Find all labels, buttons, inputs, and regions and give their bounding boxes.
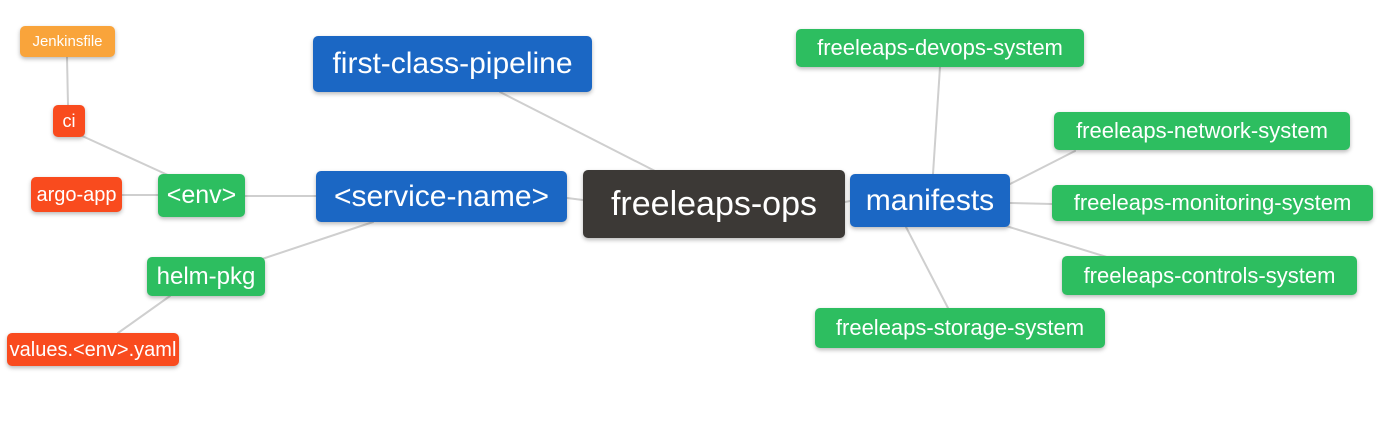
edge-ci-env bbox=[79, 134, 171, 177]
node-argo-app[interactable]: argo-app bbox=[31, 177, 122, 212]
node-jenkinsfile[interactable]: Jenkinsfile bbox=[20, 26, 115, 57]
edge-service-name-freeleaps-ops bbox=[566, 197, 584, 201]
node-manifests[interactable]: manifests bbox=[850, 174, 1010, 227]
node-freeleaps-monitoring-system[interactable]: freeleaps-monitoring-system bbox=[1052, 185, 1373, 221]
edge-freeleaps-ops-manifests bbox=[844, 200, 851, 203]
edge-manifests-freeleaps-network-system bbox=[1009, 150, 1076, 185]
node-freeleaps-ops[interactable]: freeleaps-ops bbox=[583, 170, 845, 238]
node-helm-pkg[interactable]: helm-pkg bbox=[147, 257, 265, 296]
edge-manifests-freeleaps-monitoring-system bbox=[1009, 202, 1053, 205]
node-ci[interactable]: ci bbox=[53, 105, 85, 137]
edge-helm-pkg-values-env-yaml bbox=[117, 295, 171, 334]
edge-first-class-pipeline-freeleaps-ops bbox=[499, 91, 656, 172]
node-values-env-yaml[interactable]: values.<env>.yaml bbox=[7, 333, 179, 366]
node-freeleaps-controls-system[interactable]: freeleaps-controls-system bbox=[1062, 256, 1357, 295]
node-service-name[interactable]: <service-name> bbox=[316, 171, 567, 222]
node-freeleaps-storage-system[interactable]: freeleaps-storage-system bbox=[815, 308, 1105, 348]
edge-manifests-freeleaps-controls-system bbox=[1005, 225, 1111, 259]
edge-jenkinsfile-ci bbox=[66, 56, 69, 106]
edge-manifests-freeleaps-storage-system bbox=[905, 226, 949, 309]
edge-manifests-freeleaps-devops-system bbox=[932, 66, 941, 175]
node-env[interactable]: <env> bbox=[158, 174, 245, 217]
node-freeleaps-devops-system[interactable]: freeleaps-devops-system bbox=[796, 29, 1084, 67]
node-freeleaps-network-system[interactable]: freeleaps-network-system bbox=[1054, 112, 1350, 150]
node-first-class-pipeline[interactable]: first-class-pipeline bbox=[313, 36, 592, 92]
edge-service-name-helm-pkg bbox=[255, 221, 374, 262]
